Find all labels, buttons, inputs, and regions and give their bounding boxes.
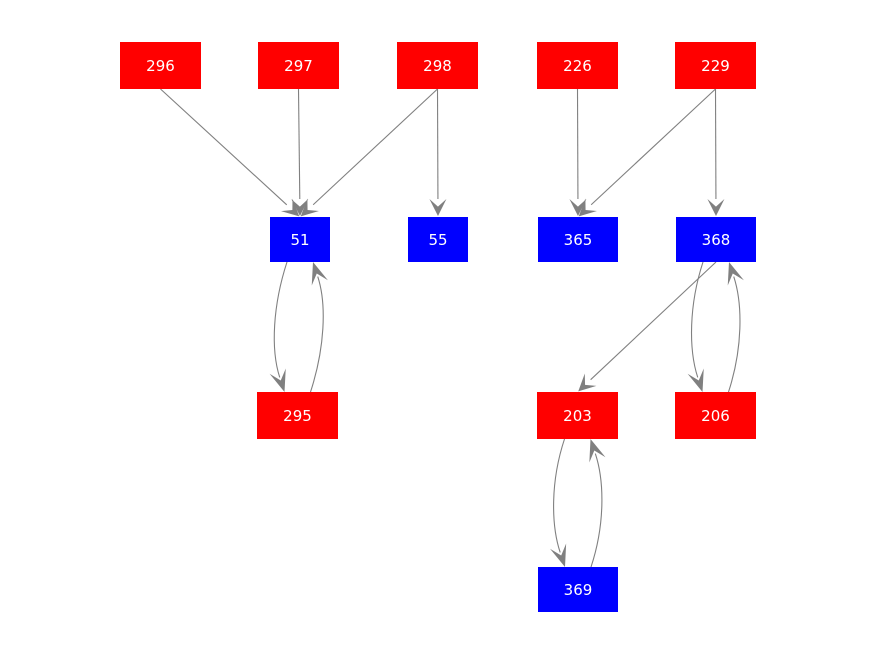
edge-203-to-369-arrowhead-icon [550,543,567,567]
node-box-296[interactable] [120,42,201,89]
edge-51-to-295-arrowhead-icon [269,368,286,392]
edge-51-to-295 [273,261,288,378]
graph-node-203[interactable]: 203 [537,392,618,439]
edge-296-to-51-arrowhead-icon [280,198,300,217]
node-box-203[interactable] [537,392,618,439]
graph-node-297[interactable]: 297 [258,42,339,89]
edge-296-to-51 [160,88,288,206]
graph-node-295[interactable]: 295 [257,392,338,439]
node-box-365[interactable] [538,217,618,262]
edge-369-to-203 [590,453,603,568]
graph-node-229[interactable]: 229 [675,42,756,89]
edge-229-to-365-arrowhead-icon [578,198,597,217]
node-box-369[interactable] [538,567,618,612]
edge-206-to-368-arrowhead-icon [727,262,744,286]
edge-229-to-365 [590,88,716,206]
edge-229-to-368-arrowhead-icon [707,198,725,216]
graph-node-51[interactable]: 51 [270,217,330,262]
edge-206-to-368 [727,276,741,393]
node-box-298[interactable] [397,42,478,89]
edge-layer [160,88,744,568]
graph-node-369[interactable]: 369 [538,567,618,612]
graph-node-226[interactable]: 226 [537,42,618,89]
edge-369-to-203-arrowhead-icon [589,439,606,463]
edge-298-to-51 [312,88,438,206]
graph-node-55[interactable]: 55 [408,217,468,262]
edge-368-to-206-arrowhead-icon [687,368,704,392]
edge-368-to-203-arrowhead-icon [578,373,597,392]
graph-node-296[interactable]: 296 [120,42,201,89]
node-box-55[interactable] [408,217,468,262]
edge-298-to-51-arrowhead-icon [300,198,319,217]
node-box-51[interactable] [270,217,330,262]
graph-node-206[interactable]: 206 [675,392,756,439]
node-box-368[interactable] [676,217,756,262]
node-box-226[interactable] [537,42,618,89]
graph-node-298[interactable]: 298 [397,42,478,89]
edge-297-to-51 [297,88,301,200]
graph-node-365[interactable]: 365 [538,217,618,262]
edge-368-to-203 [590,261,717,381]
node-box-229[interactable] [675,42,756,89]
edge-297-to-51-arrowhead-icon [291,198,309,217]
node-box-295[interactable] [257,392,338,439]
graph-node-368[interactable]: 368 [676,217,756,262]
edge-295-to-51 [309,276,324,393]
edge-203-to-369 [553,438,566,553]
edge-298-to-55-arrowhead-icon [429,198,447,216]
node-box-206[interactable] [675,392,756,439]
edge-368-to-206 [690,261,704,378]
edge-226-to-365-arrowhead-icon [569,198,587,216]
edge-295-to-51-arrowhead-icon [311,262,328,286]
node-box-297[interactable] [258,42,339,89]
